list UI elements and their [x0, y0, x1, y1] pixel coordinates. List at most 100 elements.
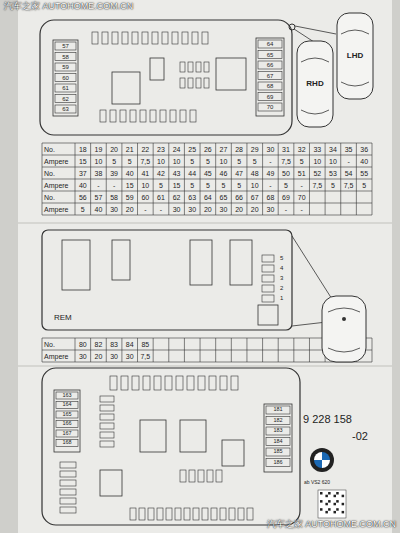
fuse-label: 5 — [206, 158, 210, 165]
fuse-label: 164 — [62, 402, 71, 408]
fuse-label: 30 — [79, 353, 87, 360]
fuse — [196, 78, 201, 88]
fuse-label: 1 — [280, 295, 283, 301]
table-rule — [106, 338, 107, 362]
fuse — [60, 507, 76, 513]
fuse — [247, 508, 253, 520]
fuse-label: 37 — [79, 170, 87, 177]
fuse-label: 20 — [204, 206, 212, 213]
table-grid — [42, 143, 372, 215]
fuse-label: 35 — [345, 146, 353, 153]
fuse — [56, 392, 78, 399]
fuse-label: 5 — [237, 182, 241, 189]
table-rule — [200, 143, 201, 215]
fuse-label: 4 — [280, 265, 283, 271]
qr-module — [334, 511, 337, 514]
fuse-label: 10 — [313, 158, 321, 165]
table-rule — [309, 338, 310, 362]
fuse-label: 52 — [313, 170, 321, 177]
fuse-label: 69 — [282, 194, 290, 201]
fuse — [180, 110, 186, 122]
qr-code — [318, 490, 346, 518]
fuse-label: 21 — [126, 146, 134, 153]
fuse — [176, 376, 183, 390]
fuse-column — [53, 40, 78, 116]
logo-quarter — [322, 460, 330, 468]
table-rule — [106, 143, 107, 215]
fuse-label: 34 — [329, 146, 337, 153]
fuse-label: Ampere — [44, 182, 69, 189]
table-rule — [231, 338, 232, 362]
fuse — [258, 51, 282, 59]
fuse-label: 40 — [126, 170, 134, 177]
fuse — [238, 508, 244, 520]
table-rule — [42, 338, 43, 362]
table-rule — [372, 338, 373, 362]
fuse — [154, 376, 161, 390]
fuse-label: 5 — [81, 206, 85, 213]
fuse-column — [262, 255, 274, 302]
fuse-label: 27 — [220, 146, 228, 153]
fuse — [180, 62, 185, 72]
fuse — [152, 32, 158, 44]
table-rule — [153, 338, 154, 362]
fuse-label: 45 — [204, 170, 212, 177]
fuse-label: 163 — [62, 393, 71, 399]
leader-line — [295, 26, 336, 34]
fuse — [209, 376, 216, 390]
fuse-row — [55, 32, 282, 122]
fuse-label: 5 — [190, 182, 194, 189]
qr-module — [342, 511, 345, 514]
fuse — [262, 265, 274, 272]
fuse-label: 20 — [95, 353, 103, 360]
fuse-label: -02 — [352, 431, 368, 442]
fuse-label: 36 — [360, 146, 368, 153]
fuse-label: - — [285, 206, 287, 213]
fuse — [100, 441, 114, 447]
fuse-label: 20 — [251, 206, 259, 213]
qr-module — [336, 500, 339, 503]
table-rule — [278, 143, 279, 215]
relay — [180, 420, 206, 452]
fuse — [266, 417, 290, 425]
fuse — [55, 84, 76, 92]
fuse-label: 82 — [95, 341, 103, 348]
fuse-label: 10 — [329, 158, 337, 165]
table-rule — [200, 338, 201, 362]
fuse-label: 166 — [62, 421, 71, 427]
fuse-label: 5 — [237, 158, 241, 165]
fuse-label: 57 — [62, 43, 69, 49]
car-window — [341, 30, 369, 34]
fuse-label: 22 — [141, 146, 149, 153]
fuse-label: 5 — [222, 182, 226, 189]
fuse — [266, 406, 290, 414]
fuse-column — [54, 390, 80, 452]
fuse-label: 42 — [157, 170, 165, 177]
fuse-label: - — [144, 206, 146, 213]
relay — [222, 440, 244, 466]
fuse — [204, 78, 209, 88]
fuse-label: 63 — [188, 194, 196, 201]
fuse — [150, 110, 156, 122]
fuse — [162, 32, 168, 44]
fuse-label: 48 — [251, 170, 259, 177]
fuse-label: - — [300, 182, 302, 189]
table-rule — [278, 338, 279, 362]
fuse-label: 5 — [331, 182, 335, 189]
rear-fuse-panel — [42, 368, 300, 525]
fuse — [100, 423, 114, 429]
fuse — [55, 74, 76, 82]
fuse — [100, 405, 114, 411]
fuse — [56, 430, 78, 437]
relay — [150, 58, 164, 80]
fuse — [100, 432, 114, 438]
fuse-label: 85 — [141, 341, 149, 348]
fuse-label: 183 — [273, 428, 282, 434]
fuse — [202, 32, 208, 44]
qr-module — [334, 495, 337, 498]
fuse — [190, 110, 196, 122]
fuse-label: 5 — [159, 182, 163, 189]
fuse — [56, 402, 78, 409]
fuse-label: 167 — [62, 431, 71, 437]
fuse — [258, 93, 282, 101]
